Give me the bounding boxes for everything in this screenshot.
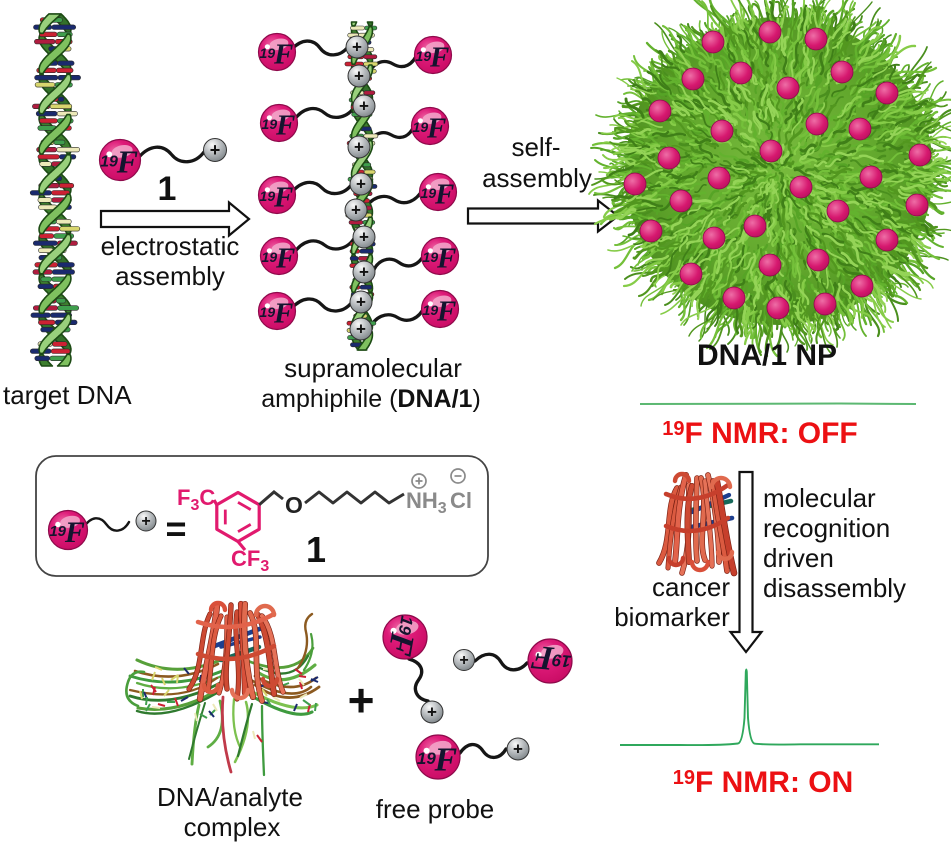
svg-text:+: +	[348, 674, 375, 726]
svg-text:19F NMR: OFF: 19F NMR: OFF	[662, 417, 858, 450]
svg-text:Cl: Cl	[450, 488, 472, 513]
svg-text:+: +	[354, 138, 364, 157]
svg-text:1: 1	[306, 529, 326, 570]
svg-text:=: =	[165, 508, 186, 549]
svg-text:+: +	[351, 201, 361, 220]
svg-text:F: F	[273, 39, 293, 71]
svg-text:cancer: cancer	[652, 572, 730, 602]
svg-text:F: F	[434, 179, 454, 211]
svg-text:19: 19	[49, 523, 66, 540]
svg-text:+: +	[352, 38, 362, 57]
svg-text:disassembly: disassembly	[763, 573, 906, 603]
svg-text:+: +	[356, 320, 366, 339]
svg-text:+: +	[359, 228, 369, 247]
svg-text:+: +	[513, 740, 523, 759]
svg-text:molecular: molecular	[763, 483, 876, 513]
svg-text:19: 19	[423, 302, 439, 318]
svg-text:electrostatic: electrostatic	[101, 231, 240, 261]
svg-text:+: +	[427, 703, 437, 722]
svg-text:self-: self-	[511, 132, 560, 162]
svg-text:+: +	[210, 140, 221, 160]
svg-text:assembly: assembly	[482, 163, 592, 193]
svg-text:19: 19	[260, 188, 276, 204]
svg-text:target DNA: target DNA	[3, 380, 132, 410]
svg-text:F: F	[436, 243, 456, 275]
svg-text:19: 19	[260, 45, 276, 61]
svg-text:F: F	[275, 110, 295, 142]
svg-text:biomarker: biomarker	[614, 602, 730, 632]
svg-text:F: F	[434, 742, 458, 779]
svg-text:supramolecular: supramolecular	[284, 353, 462, 383]
svg-text:19: 19	[421, 185, 437, 201]
svg-text:F: F	[275, 243, 295, 275]
svg-text:19: 19	[394, 614, 416, 636]
svg-text:complex: complex	[184, 812, 281, 842]
svg-text:19: 19	[416, 48, 432, 64]
svg-text:+: +	[359, 97, 369, 116]
svg-text:F3C: F3C	[177, 485, 215, 514]
svg-text:O: O	[285, 492, 303, 518]
svg-text:F: F	[529, 638, 556, 677]
svg-text:DNA/1 NP: DNA/1 NP	[697, 339, 837, 372]
svg-text:recognition: recognition	[763, 513, 890, 543]
svg-text:19: 19	[262, 249, 278, 265]
svg-text:19: 19	[417, 749, 436, 768]
svg-text:F: F	[429, 42, 449, 74]
svg-text:F: F	[116, 144, 138, 180]
svg-text:1: 1	[158, 170, 177, 208]
svg-text:F: F	[64, 516, 85, 549]
svg-text:F: F	[436, 296, 456, 328]
svg-text:assembly: assembly	[115, 261, 225, 291]
svg-text:+: +	[459, 652, 468, 669]
svg-text:amphiphile (DNA/1): amphiphile (DNA/1)	[261, 385, 481, 413]
svg-text:+: +	[356, 293, 366, 312]
svg-text:+: +	[354, 67, 364, 86]
svg-text:+: +	[141, 513, 150, 530]
svg-text:19: 19	[260, 304, 276, 320]
svg-text:19: 19	[423, 249, 439, 265]
svg-text:19: 19	[262, 116, 278, 132]
svg-text:driven: driven	[763, 543, 834, 573]
svg-text:F: F	[426, 113, 446, 145]
svg-text:19: 19	[551, 650, 572, 671]
svg-text:free probe: free probe	[376, 794, 495, 824]
svg-text:+: +	[359, 263, 369, 282]
svg-text:F: F	[273, 298, 293, 330]
svg-text:19: 19	[413, 119, 429, 135]
svg-text:+: +	[356, 175, 366, 194]
svg-text:19: 19	[100, 154, 118, 171]
svg-text:DNA/analyte: DNA/analyte	[157, 782, 303, 812]
svg-text:F: F	[273, 182, 293, 214]
svg-text:19F NMR: ON: 19F NMR: ON	[673, 766, 854, 799]
